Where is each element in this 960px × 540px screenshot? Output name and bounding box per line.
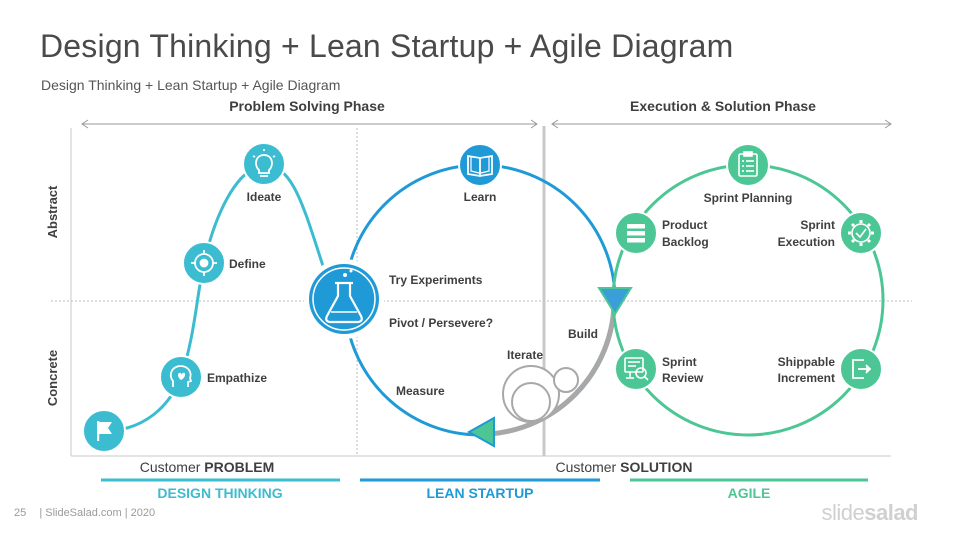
exit-arrow-icon xyxy=(852,359,872,379)
node-sprint-execution[interactable] xyxy=(839,211,883,255)
flag-icon xyxy=(97,421,112,441)
label-sprint-review-2: Review xyxy=(662,371,704,385)
label-customer-solution: Customer SOLUTION xyxy=(556,459,693,475)
page-number: 25 xyxy=(14,507,27,519)
node-learn[interactable] xyxy=(458,143,502,187)
node-shippable-increment[interactable] xyxy=(839,347,883,391)
book-icon xyxy=(467,154,493,177)
label-define: Define xyxy=(229,257,266,271)
node-sprint-planning[interactable] xyxy=(726,143,770,187)
band-label-design-thinking: DESIGN THINKING xyxy=(157,485,282,501)
node-define[interactable] xyxy=(182,241,226,285)
arrow-left-measure xyxy=(466,416,495,448)
axis-label-abstract: Abstract xyxy=(45,185,60,238)
label-try-experiments: Try Experiments xyxy=(389,273,483,287)
target-icon xyxy=(191,250,217,276)
label-product-backlog-1: Product xyxy=(662,218,707,232)
label-ideate: Ideate xyxy=(247,190,282,204)
phase-header-problem: Problem Solving Phase xyxy=(229,98,385,114)
label-sprint-planning: Sprint Planning xyxy=(704,191,793,205)
label-sprint-execution-1: Sprint xyxy=(800,218,835,232)
agile-loop xyxy=(611,163,885,437)
iterate-bubbles xyxy=(502,365,579,423)
lean-startup-loop xyxy=(343,163,617,437)
head-heart-icon xyxy=(169,365,193,387)
label-build: Build xyxy=(568,327,598,341)
label-learn: Learn xyxy=(464,190,497,204)
band-label-agile: AGILE xyxy=(728,485,771,501)
iterate-gray-arc xyxy=(489,304,617,437)
node-product-backlog[interactable] xyxy=(614,211,658,255)
phase-header-execution: Execution & Solution Phase xyxy=(630,98,816,114)
label-product-backlog-2: Backlog xyxy=(662,235,709,249)
label-sprint-execution-2: Execution xyxy=(778,235,835,249)
slide-title: Design Thinking + Lean Startup + Agile D… xyxy=(40,28,734,64)
gear-check-icon xyxy=(848,220,874,246)
clipboard-icon xyxy=(738,151,758,177)
list-icon xyxy=(627,224,645,243)
band-label-lean-startup: LEAN STARTUP xyxy=(426,485,533,501)
label-shippable-2: Increment xyxy=(778,371,835,385)
slide-subtitle: Design Thinking + Lean Startup + Agile D… xyxy=(41,77,341,93)
review-icon xyxy=(624,357,649,381)
flask-icon xyxy=(325,269,363,324)
axis-label-concrete: Concrete xyxy=(45,350,60,406)
label-empathize: Empathize xyxy=(207,371,267,385)
phase-arrow-execution xyxy=(551,119,892,129)
brand-logo: slidesalad xyxy=(821,500,918,525)
footer-credit-text: | SlideSalad.com | 2020 xyxy=(39,507,156,519)
label-pivot-persevere: Pivot / Persevere? xyxy=(389,316,493,330)
lightbulb-icon xyxy=(252,149,276,177)
node-start-flag[interactable] xyxy=(82,409,126,453)
label-measure: Measure xyxy=(396,384,445,398)
node-sprint-review[interactable] xyxy=(614,347,658,391)
node-ideate[interactable] xyxy=(242,142,286,186)
node-try-experiments[interactable] xyxy=(304,259,384,339)
label-shippable-1: Shippable xyxy=(778,355,836,369)
label-customer-problem: Customer PROBLEM xyxy=(140,459,275,475)
phase-arrow-problem xyxy=(81,119,538,129)
label-sprint-review-1: Sprint xyxy=(662,355,697,369)
label-iterate: Iterate xyxy=(507,348,543,362)
node-empathize[interactable] xyxy=(159,355,203,399)
arrow-down-build xyxy=(597,287,633,316)
footer-credit: 25 | SlideSalad.com | 2020 xyxy=(14,507,155,519)
